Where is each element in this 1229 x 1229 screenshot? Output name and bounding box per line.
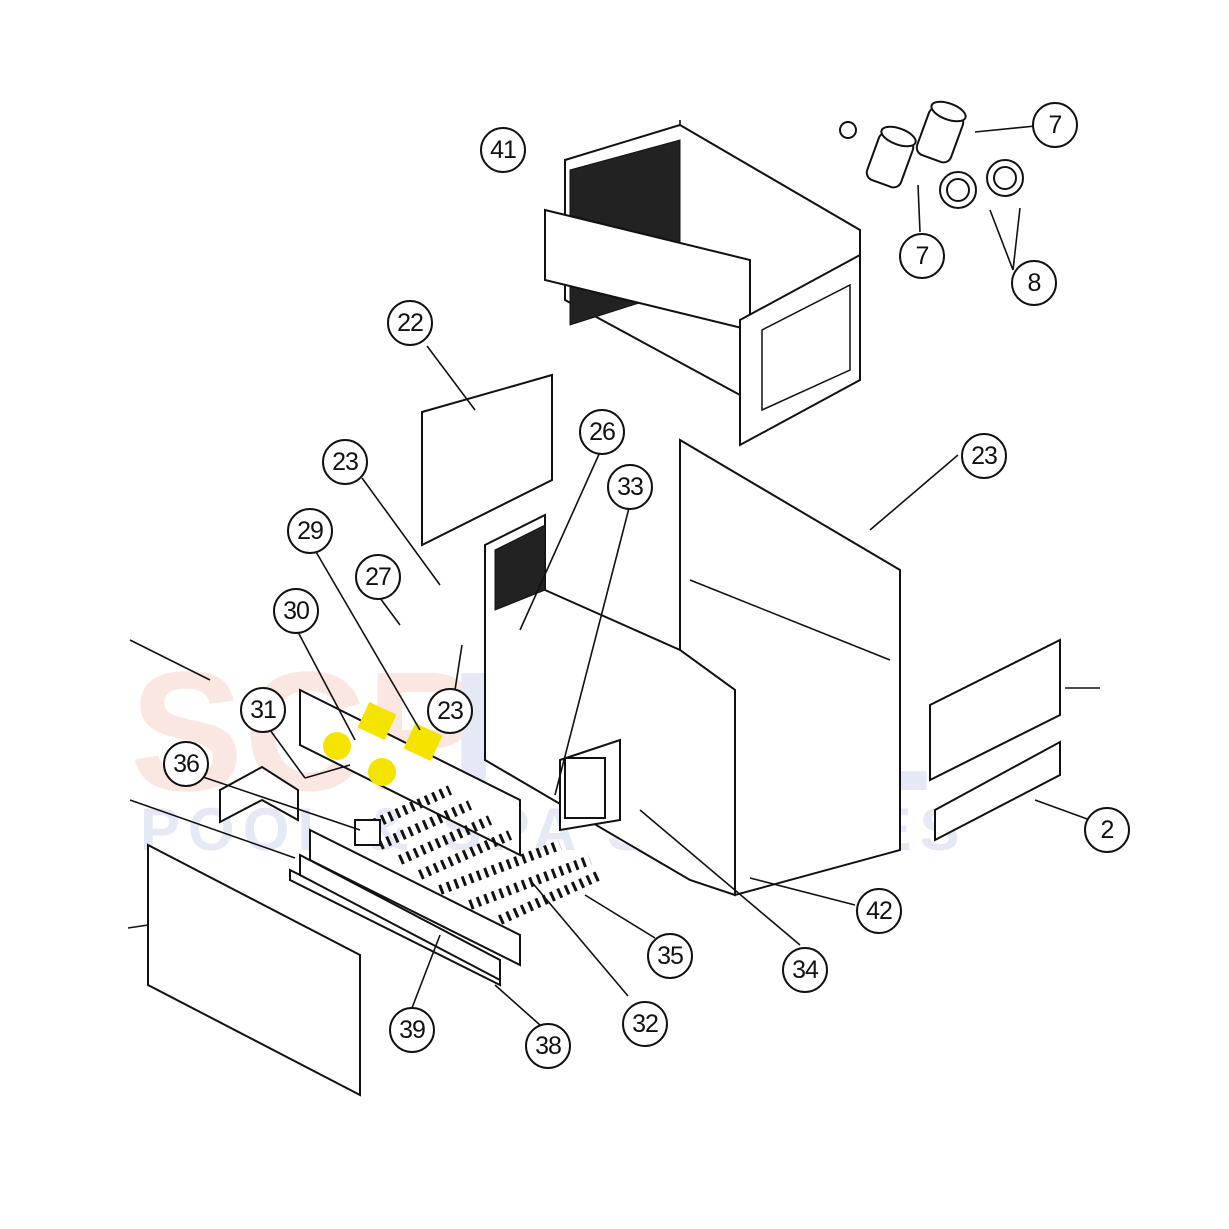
callout-29: 29 [287,508,333,554]
svg-text:38: 38 [535,1032,561,1060]
svg-text:23: 23 [437,697,463,725]
part-side-strip [934,740,1061,842]
svg-text:39: 39 [399,1016,425,1044]
callout-23-center: 23 [427,688,473,734]
svg-text:7: 7 [916,242,929,270]
svg-text:27: 27 [365,563,391,591]
callout-33: 33 [607,464,653,510]
callout-41: 41 [480,127,526,173]
svg-text:32: 32 [632,1010,658,1038]
callout-30: 30 [273,588,319,634]
callout-2-partial: 2 [1084,807,1130,853]
callout-35: 35 [647,933,693,979]
svg-text:30: 30 [283,597,309,625]
svg-text:23: 23 [332,448,358,476]
highlight-part [368,758,396,786]
callout-23-right: 23 [961,433,1007,479]
part-side-panel [929,638,1061,782]
svg-text:31: 31 [250,696,276,724]
callout-22: 22 [387,300,433,346]
part-41-exchanger [544,120,861,447]
svg-text:35: 35 [657,942,683,970]
part-front-panel [147,843,361,1097]
part-22-panel [421,373,553,547]
svg-text:8: 8 [1028,269,1041,297]
svg-text:7: 7 [1049,111,1062,139]
svg-text:41: 41 [490,136,516,164]
svg-text:36: 36 [173,750,199,778]
part-34-transformer [564,757,606,819]
callout-31: 31 [240,687,286,733]
callout-42: 42 [856,888,902,934]
svg-text:26: 26 [589,418,615,446]
svg-text:22: 22 [397,309,423,337]
svg-text:23: 23 [971,442,997,470]
svg-text:34: 34 [792,956,819,984]
highlight-part [323,732,351,760]
part-30-panel [299,688,521,857]
leader-lines [127,124,1100,1026]
svg-text:2: 2 [1101,816,1114,844]
callout-36: 36 [163,741,209,787]
callout-7-top: 7 [1032,102,1078,148]
callout-38: 38 [525,1023,571,1069]
part-burner-assembly [289,785,603,987]
callout-8: 8 [1011,260,1057,306]
part-7-8-fittings [839,100,1024,209]
callout-32: 32 [622,1001,668,1047]
callout-39: 39 [389,1007,435,1053]
svg-text:42: 42 [866,897,892,925]
callout-34: 34 [782,947,828,993]
callout-27: 27 [355,554,401,600]
svg-text:29: 29 [297,517,323,545]
part-36-bracket [219,765,299,824]
callout-26: 26 [579,409,625,455]
callout-7: 7 [899,233,945,279]
callout-23-left: 23 [322,439,368,485]
svg-text:33: 33 [617,473,643,501]
